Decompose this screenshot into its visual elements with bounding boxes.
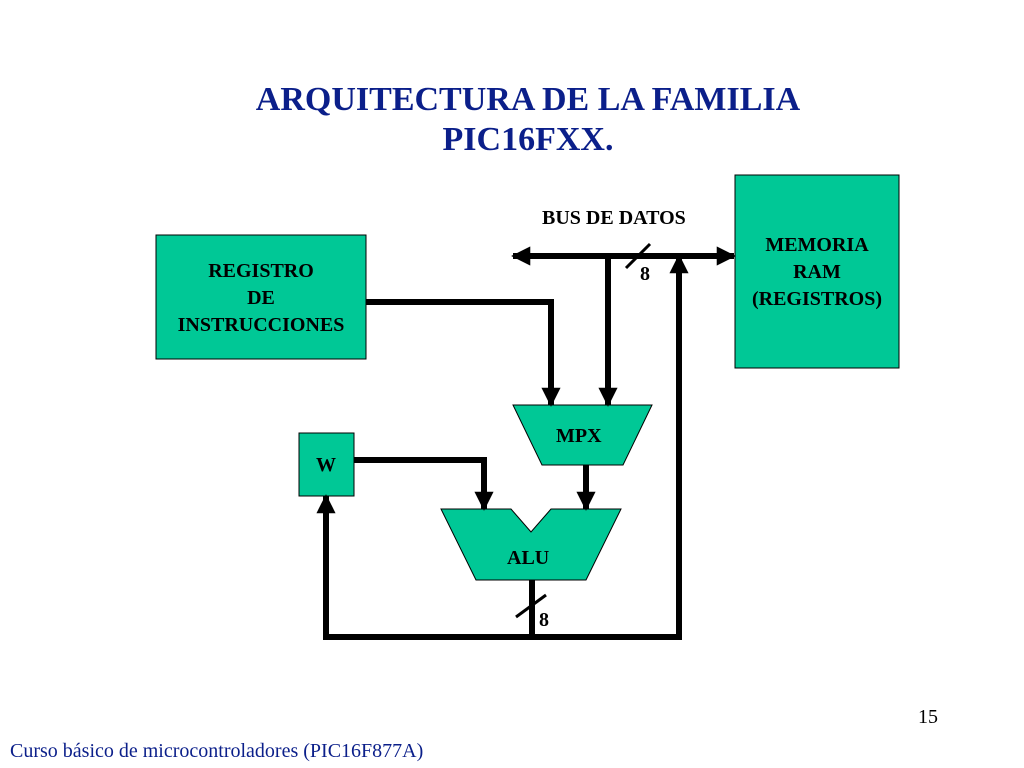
registro-to-mpx-arrow xyxy=(366,299,561,407)
instruction-register-label: REGISTRO DE INSTRUCCIONES xyxy=(177,260,345,336)
instruction-register-block xyxy=(155,234,367,360)
alu-label: ALU xyxy=(507,547,550,569)
bus-width-slash-bottom xyxy=(515,593,547,619)
w-label: W xyxy=(316,454,336,476)
bus-width-label-top: 8 xyxy=(640,263,650,285)
mpx-label: MPX xyxy=(556,425,602,447)
bus-width-label-bottom: 8 xyxy=(539,609,549,631)
w-to-alu-arrow xyxy=(354,457,494,511)
ram-memory-block xyxy=(734,174,900,369)
alu-to-bus-arrow xyxy=(532,254,689,640)
alu-to-w-arrow xyxy=(316,494,532,640)
page-number: 15 xyxy=(918,706,938,728)
title-line-1: ARQUITECTURA DE LA FAMILIA xyxy=(255,81,801,118)
footer-text: Curso básico de microcontroladores (PIC1… xyxy=(10,740,424,762)
title-line-2: PIC16FXX. xyxy=(442,121,614,158)
slide-title: ARQUITECTURA DE LA FAMILIA PIC16FXX. xyxy=(0,80,1024,160)
bus-width-slash-top xyxy=(624,242,652,270)
w-register-block xyxy=(298,432,355,497)
ram-memory-label: MEMORIA RAM (REGISTROS) xyxy=(751,234,883,310)
data-bus-label: BUS DE DATOS xyxy=(542,207,686,229)
